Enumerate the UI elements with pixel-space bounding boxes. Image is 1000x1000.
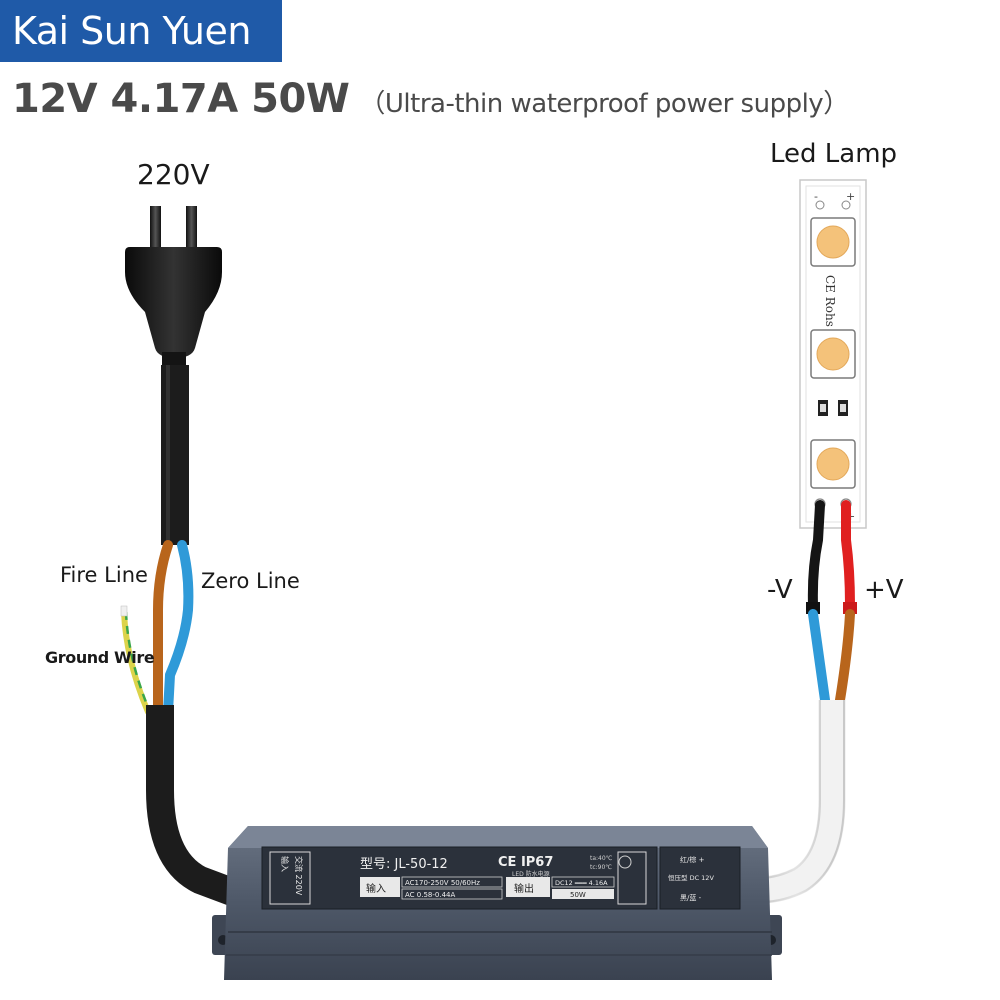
led-strip: - + CE Rohs - +: [799, 179, 867, 529]
psu-side-right: 红/棕 +: [680, 855, 705, 864]
led-lamp-label: Led Lamp: [770, 139, 898, 169]
led-chip-2: [810, 329, 856, 379]
psu-model: 型号: JL-50-12: [360, 857, 448, 872]
output-brown-wire: [835, 609, 855, 705]
ground-wire: [121, 609, 151, 715]
psu-cert: CE IP67: [498, 855, 553, 870]
headline: 12V 4.17A 50W （Ultra-thin waterproof powe…: [12, 76, 849, 122]
power-plug: [125, 206, 222, 370]
psu-temp-a: ta:40℃: [590, 855, 613, 862]
psu-input-current: AC 0.58-0.44A: [405, 891, 455, 899]
strip-marking: CE Rohs: [823, 275, 837, 327]
positive-wire: [841, 500, 855, 610]
voltage-in-label: 220V: [137, 158, 210, 191]
psu-input-label: 输入: [366, 882, 386, 895]
strip-plus-top: +: [846, 190, 855, 203]
psu-temp-b: tc:90℃: [590, 864, 612, 871]
negative-label: -V: [767, 575, 793, 605]
power-supply-unit: 交流 220V 输入 型号: JL-50-12 CE IP67 LED 防水电源…: [212, 826, 782, 980]
psu-side-left-sub: 输入: [280, 856, 290, 872]
led-chip-3: [810, 439, 856, 489]
negative-wire: [807, 500, 825, 610]
psu-input-spec: AC170-250V 50/60Hz: [405, 879, 480, 887]
resistors: [818, 400, 848, 416]
fire-line-label: Fire Line: [60, 563, 148, 587]
led-chip-1: [810, 217, 856, 267]
psu-led-note: LED 防水电源: [512, 870, 550, 878]
brand-name: Kai Sun Yuen: [12, 9, 251, 53]
output-blue-wire: [808, 609, 830, 705]
ground-wire-label: Ground Wire: [45, 648, 155, 667]
psu-side-left: 交流 220V: [294, 856, 304, 896]
headline-description: （Ultra-thin waterproof power supply）: [359, 89, 849, 119]
zero-line-label: Zero Line: [201, 569, 300, 593]
fire-wire: [153, 540, 173, 717]
zero-wire: [163, 540, 194, 717]
psu-output-spec: DC12 ═══ 4.16A: [555, 879, 608, 887]
psu-side-right-sub: 恒压型 DC 12V: [668, 873, 714, 882]
psu-output-label: 输出: [514, 882, 534, 895]
input-cable-lower: [146, 705, 245, 909]
strip-minus-top: -: [814, 190, 818, 203]
brand-banner: Kai Sun Yuen: [0, 0, 282, 62]
headline-spec: 12V 4.17A 50W: [12, 76, 350, 122]
psu-power: 50W: [570, 891, 586, 899]
positive-label: +V: [864, 575, 904, 605]
psu-bottom-right: 黑/蓝 -: [680, 893, 702, 902]
